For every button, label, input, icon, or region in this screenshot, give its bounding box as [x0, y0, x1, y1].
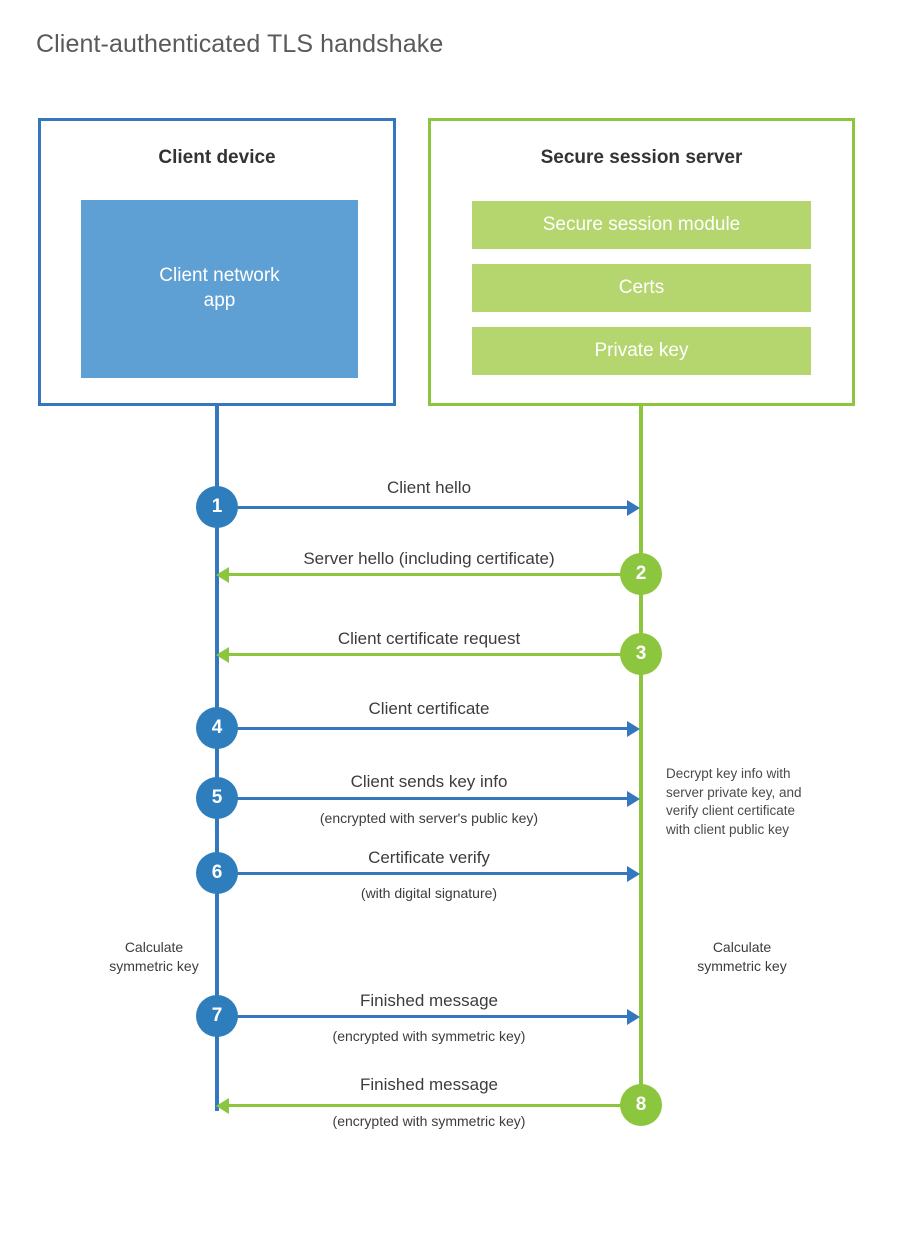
client-calc-note-line2: symmetric key — [109, 957, 199, 974]
step-6-arrowhead-icon — [627, 865, 640, 882]
step-7-sublabel: (encrypted with symmetric key) — [332, 1028, 526, 1044]
step-8-badge[interactable]: 8 — [620, 1084, 662, 1126]
server-module-secure-session-module: Secure session module — [472, 201, 811, 249]
step-8-arrowhead-icon — [216, 1097, 229, 1114]
step-6-arrow-line — [217, 872, 629, 875]
step-1-arrow-line — [217, 506, 629, 509]
step-2-arrow-line — [229, 573, 641, 576]
client-app-label-line2: app — [203, 290, 236, 311]
step-5-label: Client sends key info — [350, 772, 508, 791]
server-calculate-symmetric-key-note: Calculate symmetric key — [666, 938, 818, 976]
step-3-arrowhead-icon — [216, 646, 229, 663]
step-5-arrowhead-icon — [627, 790, 640, 807]
server-calc-note-line2: symmetric key — [697, 957, 787, 974]
client-app-label-line1: Client network — [159, 265, 280, 287]
step-7-arrow-line — [217, 1015, 629, 1018]
step-7-badge[interactable]: 7 — [196, 995, 238, 1037]
page-title: Client-authenticated TLS handshake — [36, 30, 444, 58]
client-lifeline — [215, 405, 219, 1111]
server-decrypt-note: Decrypt key info with server private key… — [666, 765, 841, 840]
server-lifeline — [639, 405, 643, 1106]
step-4-arrowhead-icon — [627, 720, 640, 737]
step-4-badge[interactable]: 4 — [196, 707, 238, 749]
server-decrypt-note-line4: with client public key — [666, 821, 790, 837]
client-calculate-symmetric-key-note: Calculate symmetric key — [78, 938, 230, 976]
step-1-arrowhead-icon — [627, 499, 640, 516]
step-8-arrow-line — [229, 1104, 641, 1107]
step-3-arrow-line — [229, 653, 641, 656]
step-5-sublabel: (encrypted with server's public key) — [319, 810, 539, 826]
server-decrypt-note-line1: Decrypt key info with — [666, 766, 791, 781]
step-2-arrowhead-icon — [216, 566, 229, 583]
step-2-label: Server hello (including certificate) — [303, 549, 555, 568]
client-device-box: Client device Client network app — [38, 118, 396, 406]
server-module-certs: Certs — [472, 264, 811, 312]
step-6-sublabel: (with digital signature) — [360, 885, 498, 901]
secure-session-server-box: Secure session server Secure session mod… — [428, 118, 855, 406]
step-5-badge[interactable]: 5 — [196, 777, 238, 819]
step-6-label: Certificate verify — [368, 848, 490, 867]
client-network-app-label: Client network app — [159, 264, 279, 313]
step-3-label: Client certificate request — [337, 629, 521, 648]
step-6-badge[interactable]: 6 — [196, 852, 238, 894]
step-1-badge[interactable]: 1 — [196, 486, 238, 528]
step-4-label: Client certificate — [368, 699, 490, 718]
step-3-badge[interactable]: 3 — [620, 633, 662, 675]
server-decrypt-note-line2: server private key, and — [666, 784, 802, 800]
server-module-private-key: Private key — [472, 327, 811, 375]
client-device-title: Client device — [158, 147, 276, 168]
server-decrypt-note-line3: verify client certificate — [666, 803, 796, 819]
server-calc-note-line1: Calculate — [712, 939, 772, 955]
step-8-sublabel: (encrypted with symmetric key) — [332, 1113, 526, 1129]
client-calc-note-line1: Calculate — [124, 939, 184, 955]
step-7-arrowhead-icon — [627, 1008, 640, 1025]
secure-session-server-title: Secure session server — [540, 147, 743, 168]
step-5-arrow-line — [217, 797, 629, 800]
step-1-label: Client hello — [386, 478, 472, 497]
step-2-badge[interactable]: 2 — [620, 553, 662, 595]
step-4-arrow-line — [217, 727, 629, 730]
step-7-label: Finished message — [360, 991, 498, 1010]
client-network-app-block: Client network app — [81, 200, 358, 378]
step-8-label: Finished message — [360, 1075, 498, 1094]
